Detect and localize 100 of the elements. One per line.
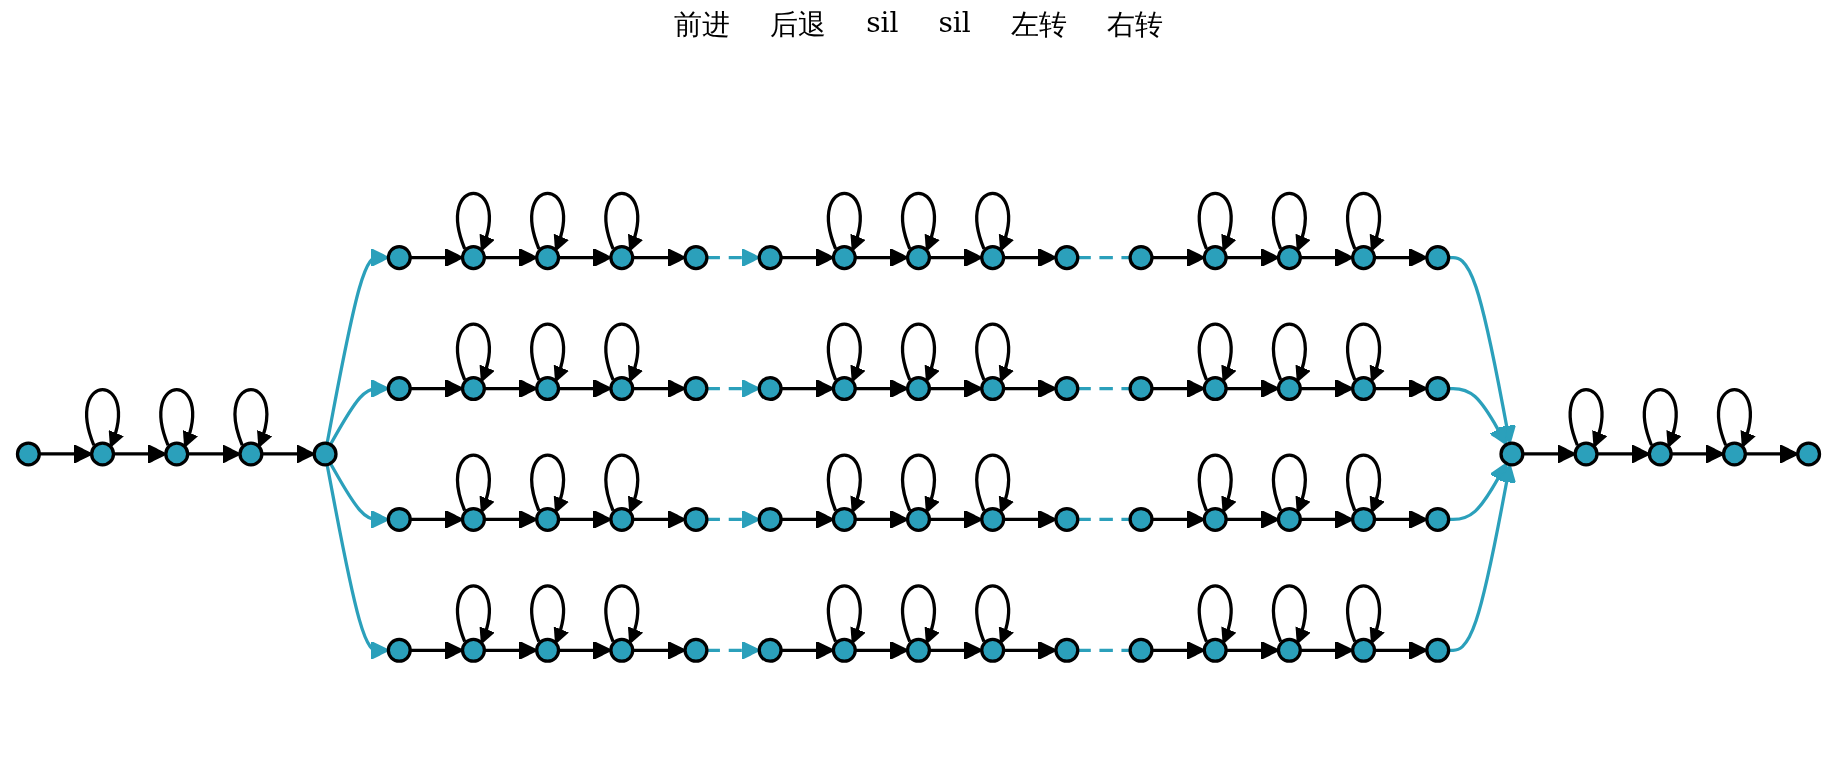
self-loop-arrow xyxy=(1346,584,1385,645)
node-circle xyxy=(460,506,486,532)
row-label: 右转 xyxy=(1106,7,1163,43)
node-circle xyxy=(535,244,561,270)
self-loop-arrow xyxy=(85,388,124,448)
self-loop-arrow xyxy=(901,322,940,383)
node-circle xyxy=(1425,244,1451,270)
row-label: 后退 xyxy=(770,7,827,43)
node-circle xyxy=(1351,637,1377,663)
node-circle xyxy=(460,244,486,270)
self-loop-arrow xyxy=(901,584,940,645)
row-label: sil xyxy=(938,6,971,41)
self-loop-arrow xyxy=(604,584,643,645)
node-circle xyxy=(1202,506,1228,532)
node-circle xyxy=(1128,506,1154,532)
node-circle xyxy=(535,637,561,663)
self-loop-arrow xyxy=(1271,453,1310,514)
node-circle xyxy=(757,244,783,270)
node-circle xyxy=(1276,637,1302,663)
self-loop-arrow xyxy=(456,322,494,383)
node-circle xyxy=(535,506,561,532)
node-circle xyxy=(831,506,857,532)
node-circle xyxy=(1128,375,1154,401)
self-loop-arrow xyxy=(456,191,494,252)
node-circle xyxy=(980,244,1006,270)
node-circle xyxy=(535,375,561,401)
self-loop-arrow xyxy=(1717,388,1755,448)
node-circle xyxy=(460,375,486,401)
node-circle xyxy=(386,244,412,270)
node-circle xyxy=(1276,375,1302,401)
node-circle xyxy=(757,375,783,401)
node-circle xyxy=(609,244,635,270)
node-circle xyxy=(1425,375,1451,401)
node-circle xyxy=(980,375,1006,401)
self-loop-arrow xyxy=(1642,388,1681,448)
self-loop-arrow xyxy=(1197,191,1236,252)
self-loop-arrow xyxy=(826,322,865,383)
node-circle xyxy=(1202,244,1228,270)
self-loop-arrow xyxy=(530,453,569,514)
node-circle xyxy=(15,441,41,467)
self-loop-arrow xyxy=(826,453,865,514)
self-loop-arrow xyxy=(975,453,1014,514)
self-loop-arrow xyxy=(1271,322,1310,383)
node-circle xyxy=(683,375,709,401)
self-loop-arrow xyxy=(530,191,569,252)
node-circle xyxy=(905,375,932,401)
self-loop-arrow xyxy=(1568,388,1607,448)
self-loop-arrow xyxy=(1346,453,1385,514)
node-circle xyxy=(980,637,1006,663)
node-circle xyxy=(90,441,116,467)
node-circle xyxy=(831,637,857,663)
node-circle xyxy=(1054,375,1080,401)
node-circle xyxy=(905,637,932,663)
node-circle xyxy=(831,244,857,270)
node-circle xyxy=(386,637,412,663)
self-loop-arrow xyxy=(975,322,1014,383)
self-loop-arrow xyxy=(233,388,272,448)
node-circle xyxy=(1425,637,1451,663)
node-circle xyxy=(1351,506,1377,532)
node-circle xyxy=(1128,637,1154,663)
node-circle xyxy=(609,637,635,663)
self-loop-arrow xyxy=(604,322,643,383)
self-loop-arrow xyxy=(1346,191,1385,252)
self-loop-arrow xyxy=(1271,584,1310,645)
node-circle xyxy=(757,506,783,532)
node-circle xyxy=(1276,506,1302,532)
self-loop-arrow xyxy=(1271,191,1310,252)
node-circle xyxy=(609,506,635,532)
row-label: sil xyxy=(866,6,899,41)
node-circle xyxy=(980,506,1006,532)
node-circle xyxy=(1054,637,1080,663)
node-circle xyxy=(1721,441,1747,467)
self-loop-arrow xyxy=(530,322,569,383)
self-loop-arrow xyxy=(826,191,865,252)
node-circle xyxy=(1128,244,1154,270)
node-circle xyxy=(831,375,857,401)
node-circle xyxy=(1351,244,1377,270)
node-circle xyxy=(1351,375,1377,401)
node-circle xyxy=(312,441,338,467)
self-loop-arrow xyxy=(975,584,1014,645)
node-circle xyxy=(1499,441,1525,467)
self-loop-arrow xyxy=(901,191,940,252)
node-circle xyxy=(1276,244,1302,270)
self-loop-arrow xyxy=(826,584,865,645)
node-circle xyxy=(1796,441,1822,467)
node-circle xyxy=(1202,375,1228,401)
self-loop-arrow xyxy=(456,584,494,645)
node-circle xyxy=(238,441,264,467)
self-loop-arrow xyxy=(1197,584,1236,645)
node-circle xyxy=(905,506,932,532)
self-loop-arrow xyxy=(159,388,198,448)
node-circle xyxy=(683,244,709,270)
node-circle xyxy=(164,441,190,467)
node-circle xyxy=(1647,441,1673,467)
row-label: 左转 xyxy=(1010,7,1067,43)
node-circle xyxy=(1054,506,1080,532)
node-circle xyxy=(1054,244,1080,270)
self-loop-arrow xyxy=(901,453,940,514)
self-loop-arrow xyxy=(1197,453,1236,514)
node-circle xyxy=(460,637,486,663)
